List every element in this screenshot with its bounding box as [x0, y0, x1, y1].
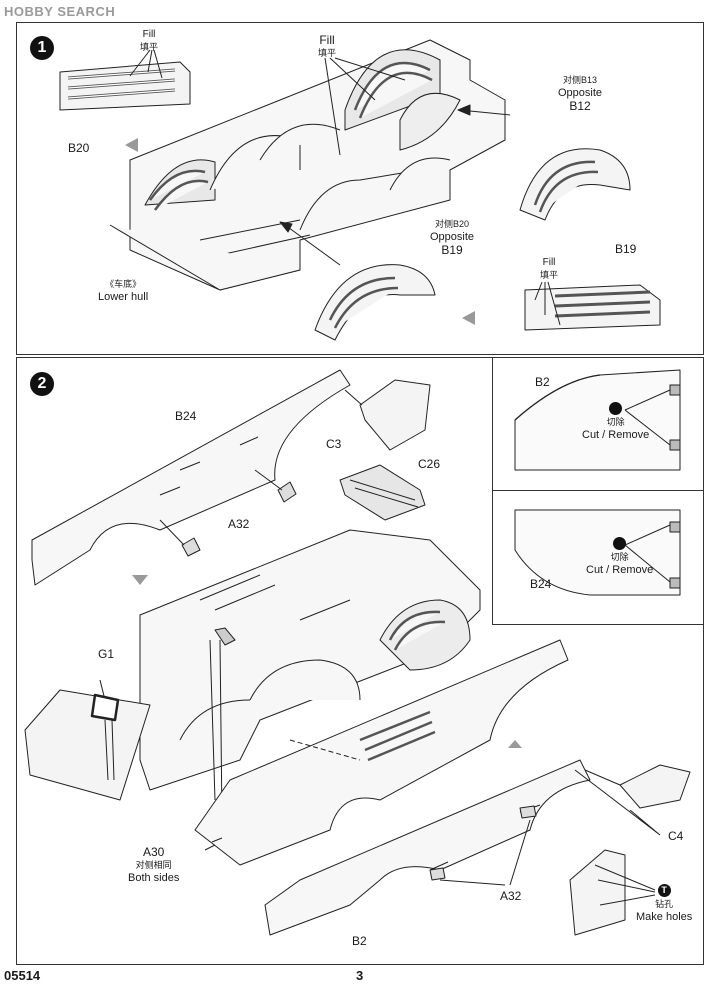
part-g1-drawing: [24, 689, 151, 801]
fill-label-top-left: Fill 填平: [140, 29, 159, 52]
step1-panel: [16, 22, 704, 355]
inset-divider: [492, 490, 704, 491]
step2-panel: [16, 357, 704, 965]
b24-label: B24: [175, 409, 197, 423]
fill-label-right: Fill 填平: [540, 257, 559, 280]
b20-label: B20: [68, 141, 90, 155]
watermark: HOBBY SEARCH: [4, 4, 116, 19]
a30-label: A30 对侧相同 Both sides: [128, 845, 180, 885]
c4-label: C4: [668, 829, 684, 843]
g1-label: G1: [98, 647, 115, 661]
page-number: 3: [356, 968, 364, 983]
inset-bottom-drawing: [514, 509, 681, 596]
part-c26-drawing: [339, 464, 426, 521]
side-panel-right-drawing: [194, 639, 569, 866]
hull-step2-drawing: [139, 529, 481, 791]
part-c4-drawing: [619, 764, 691, 809]
lower-hull-drawing: [109, 39, 506, 291]
a32-top-label: A32: [228, 517, 250, 531]
b2-label: B2: [352, 934, 367, 948]
part-b24-drawing: [31, 369, 351, 586]
product-code: 05514: [4, 968, 41, 983]
step2-inset-panel: [492, 357, 704, 625]
fill-label-top-center: Fill 填平: [318, 33, 337, 59]
inset-top-part-label: B2: [535, 375, 550, 389]
cut-icon: [609, 402, 623, 415]
c3-label: C3: [326, 437, 342, 451]
part-b12-drawing: [519, 148, 631, 221]
part-c3-drawing: [359, 379, 431, 451]
step2-number: 2: [30, 372, 54, 396]
c26-label: C26: [418, 457, 441, 471]
step1-number: 1: [30, 36, 54, 60]
inset-top-cut-label: 切除 Cut / Remove: [582, 402, 649, 442]
part-b20-drawing: [59, 61, 191, 111]
inset-top-drawing: [514, 369, 681, 471]
inset-bottom-part-label: B24: [530, 577, 552, 591]
cut-icon: [613, 537, 627, 550]
drill-icon: T: [657, 884, 671, 897]
part-b19-drawing: [314, 264, 436, 341]
a32-bottom-label: A32: [500, 889, 522, 903]
b19-opposite-label: 对侧B20 Opposite B19: [430, 219, 475, 257]
make-holes-label: T 钻孔 Make holes: [636, 884, 693, 923]
lower-hull-label: 《车底》 Lower hull: [98, 279, 149, 303]
b12-opposite-label: 对侧B13 Opposite B12: [558, 75, 603, 113]
inset-bottom-cut-label: 切除 Cut / Remove: [586, 537, 653, 577]
b19-right-label: B19: [615, 242, 637, 256]
